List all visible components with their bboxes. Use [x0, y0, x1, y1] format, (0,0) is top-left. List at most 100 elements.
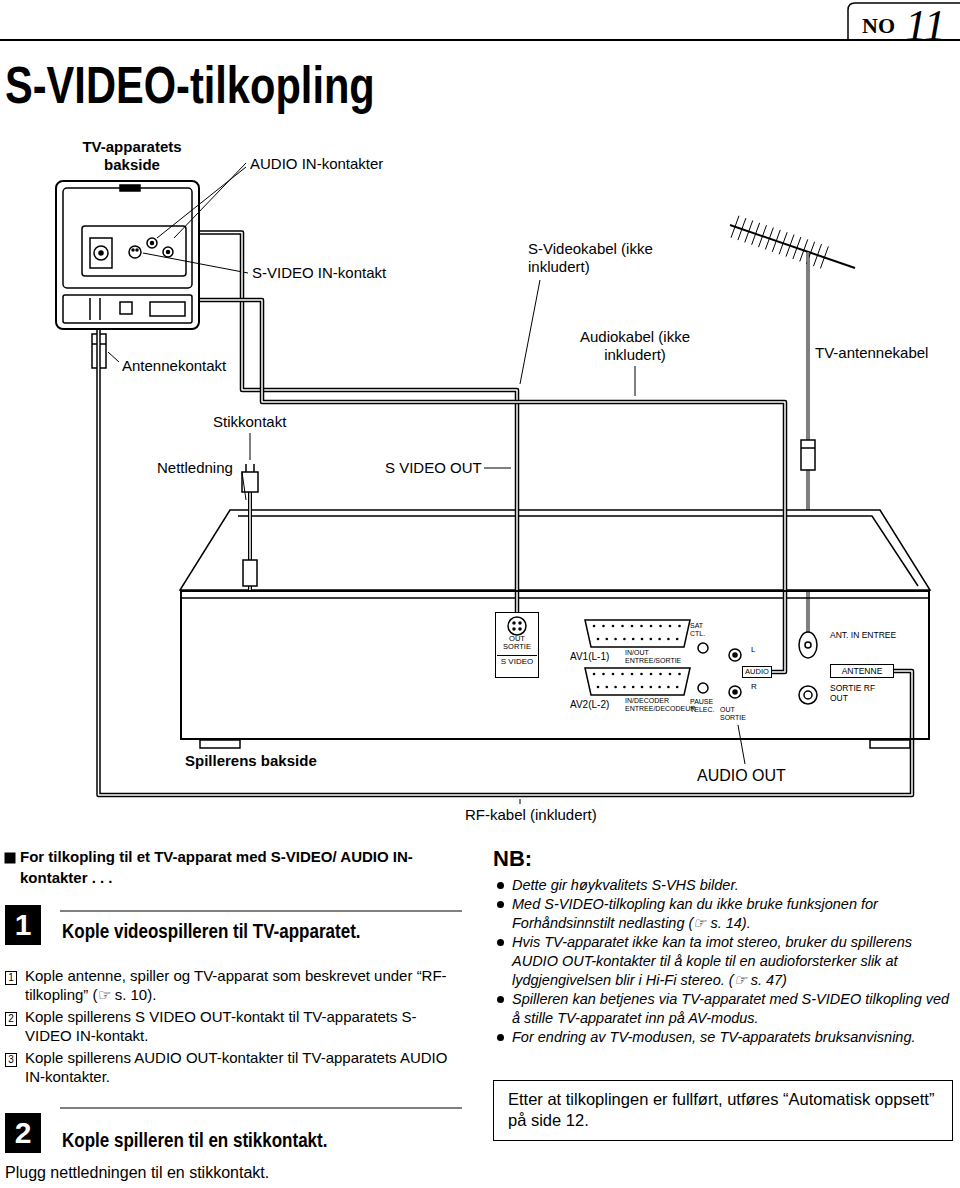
part-label: 11: [905, 0, 946, 53]
tv-antenna: [765, 228, 773, 250]
tv-antenna: [820, 246, 828, 268]
tv-antenna: [738, 218, 746, 240]
vcr-jacks: [650, 638, 653, 641]
vcr-jacks: [519, 628, 521, 630]
page-header: [0, 39, 960, 41]
tv-back-illustration: [147, 238, 157, 248]
tv-back-illustration: [167, 251, 170, 254]
part-label: S VIDEO OUT: [385, 459, 482, 477]
leader-line: [157, 167, 246, 238]
part-label: Nettledning: [157, 459, 233, 477]
vcr-jacks: [676, 686, 679, 689]
vcr-jacks: [733, 653, 737, 657]
part-label: Stikkontakt: [213, 413, 286, 431]
bullet-dot: [497, 901, 504, 908]
vcr-jacks: [632, 638, 635, 641]
vcr-jacks: [804, 691, 812, 699]
s-video-jack-box-text: S VIDEO: [497, 655, 537, 666]
vcr-jacks: [631, 673, 634, 676]
tv-back-illustration: [63, 188, 192, 288]
bullet-dot: [497, 996, 504, 1003]
tv-antenna: [814, 244, 822, 266]
part-label: AV1(L-1): [570, 651, 609, 663]
leader-line: [242, 472, 246, 500]
vcr-jacks: [585, 668, 690, 695]
section-rule: [5, 853, 15, 863]
tv-back-illustration: [63, 295, 192, 323]
vcr-jacks: [650, 625, 653, 628]
note-bullet: Med S-VIDEO-tilkopling kan du ikke bruke…: [512, 895, 952, 933]
substep-number-text: 3: [6, 1054, 16, 1066]
note-box-text: Etter at tilkoplingen er fullført, utfør…: [508, 1089, 938, 1132]
tv-back-illustration: [120, 302, 132, 314]
vcr-jacks: [650, 686, 653, 689]
substep-number-text: 2: [6, 1013, 16, 1025]
power-cord: [242, 464, 258, 592]
vcr-jacks: [614, 686, 617, 689]
part-label: AUDIO IN-kontakter: [250, 155, 383, 173]
vcr-jacks: [805, 642, 811, 648]
step-number: 1: [5, 905, 41, 945]
part-label: L: [751, 645, 755, 655]
vcr-jacks: [698, 643, 708, 653]
vcr-jacks: [513, 622, 515, 624]
step-number-text: 2: [5, 1113, 41, 1153]
vcr-jacks: [623, 686, 626, 689]
tv-back-illustration: [163, 247, 173, 257]
part-label: Antennekontakt: [122, 357, 226, 375]
step-number-text: 1: [5, 905, 41, 945]
cable: [99, 330, 913, 795]
tv-back-illustration: [136, 249, 138, 251]
vcr-jacks: [602, 625, 605, 628]
s-video-jack-box-text: OUT SORTIE: [497, 635, 537, 652]
vcr-jacks: [678, 625, 681, 628]
tv-antenna: [731, 216, 739, 238]
vcr-jacks: [658, 638, 661, 641]
tv-back-illustration: [151, 242, 154, 245]
leader-line: [143, 253, 248, 273]
cable-group: [200, 300, 785, 672]
section-rule: [60, 911, 462, 912]
part-label: NB:: [493, 846, 532, 872]
section-rule: [5, 853, 462, 1108]
part-label: Plugg nettledningen til en stikkontakt.: [5, 1163, 269, 1182]
tv-antenna: [772, 230, 780, 252]
tv-antenna: [801, 440, 815, 470]
part-label: TV-antennekabel: [815, 344, 928, 362]
leader-line: [108, 352, 119, 362]
vcr-jacks: [508, 617, 817, 704]
cable: [200, 300, 785, 672]
tv-antenna: [745, 220, 753, 242]
vcr-jacks: [513, 628, 515, 630]
cable-core: [200, 233, 517, 613]
vcr-jacks: [658, 686, 661, 689]
vcr-jacks: [612, 625, 615, 628]
vcr-jacks: [667, 638, 670, 641]
vcr-jacks: [698, 683, 708, 693]
vcr-jacks: [606, 638, 609, 641]
vcr-jacks: [621, 625, 624, 628]
vcr-jacks: [659, 625, 662, 628]
tv-back-illustration: [82, 226, 186, 276]
substep-number: 3: [5, 1053, 17, 1067]
tv-back-illustration: [132, 249, 134, 251]
substep-number: 2: [5, 1012, 17, 1026]
vcr-body: [180, 510, 930, 590]
vcr-jacks: [614, 638, 617, 641]
part-label: Kople spillerens S VIDEO OUT-kontakt til…: [25, 1007, 455, 1045]
vcr-jacks: [640, 673, 643, 676]
bullet-dot: [497, 882, 504, 889]
tv-back-illustration: [99, 251, 103, 255]
audio-tag-text: AUDIO: [744, 667, 770, 677]
vcr-jacks: [641, 638, 644, 641]
tv-back-illustration: [150, 302, 185, 316]
vcr-jacks: [678, 673, 681, 676]
vcr-jacks: [597, 686, 600, 689]
section-rule: [60, 1108, 462, 1109]
part-label: Kople videospilleren til TV-apparatet.: [62, 919, 361, 943]
vcr-jacks: [799, 686, 817, 704]
tv-antenna: [793, 237, 801, 259]
note-bullet: Dette gir høykvalitets S-VHS bilder.: [512, 876, 952, 895]
vcr-body: [182, 597, 928, 599]
tv-back-illustration: [129, 246, 141, 258]
